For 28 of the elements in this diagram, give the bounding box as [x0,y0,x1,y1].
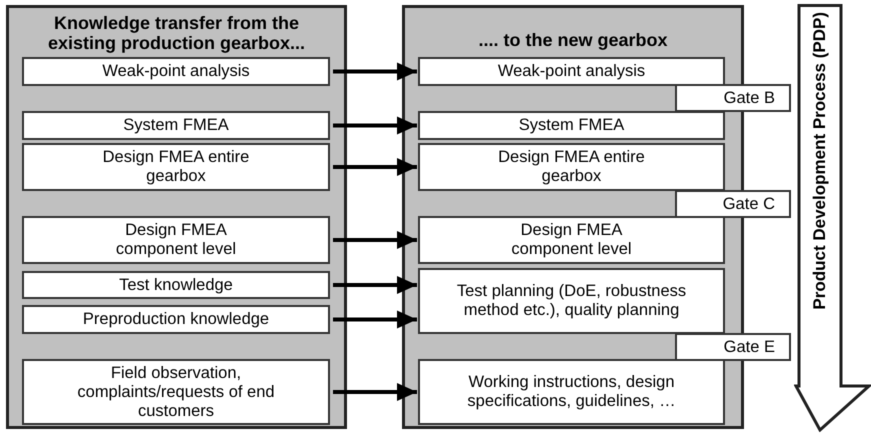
process-box: System FMEA [22,111,330,140]
process-box: Design FMEA entire gearbox [418,143,725,191]
process-box: Weak-point analysis [418,57,725,86]
process-box: Test knowledge [22,271,330,299]
process-box: Test planning (DoE, robustness method etc.), quality planning [418,268,725,334]
panel-heading: Knowledge transfer from the existing production gearbox... [46,13,306,53]
panel-heading: .... to the new gearbox [477,30,669,50]
arrow [333,310,417,328]
process-label: Product Development Process (PDP) [810,12,830,312]
arrow [333,116,417,134]
gate-box: Gate E [675,333,791,361]
gate-box: Gate B [675,84,791,112]
gate-box: Gate C [675,190,791,218]
process-box: Working instructions, design specifications, guidelines, … [418,359,725,425]
process-box: Field observation, complaints/requests of end customers [22,359,330,425]
process-arrow [794,4,871,432]
arrow [333,158,417,176]
arrow [333,231,417,249]
process-box: Preproduction knowledge [22,305,330,334]
arrow [333,62,417,80]
process-box: Weak-point analysis [22,57,330,86]
process-box: Design FMEA entire gearbox [22,143,330,191]
arrow [333,276,417,294]
process-box: Design FMEA component level [22,216,330,264]
process-box: Design FMEA component level [418,216,725,264]
arrow [333,383,417,401]
process-box: System FMEA [418,111,725,140]
panel-background [6,5,347,429]
